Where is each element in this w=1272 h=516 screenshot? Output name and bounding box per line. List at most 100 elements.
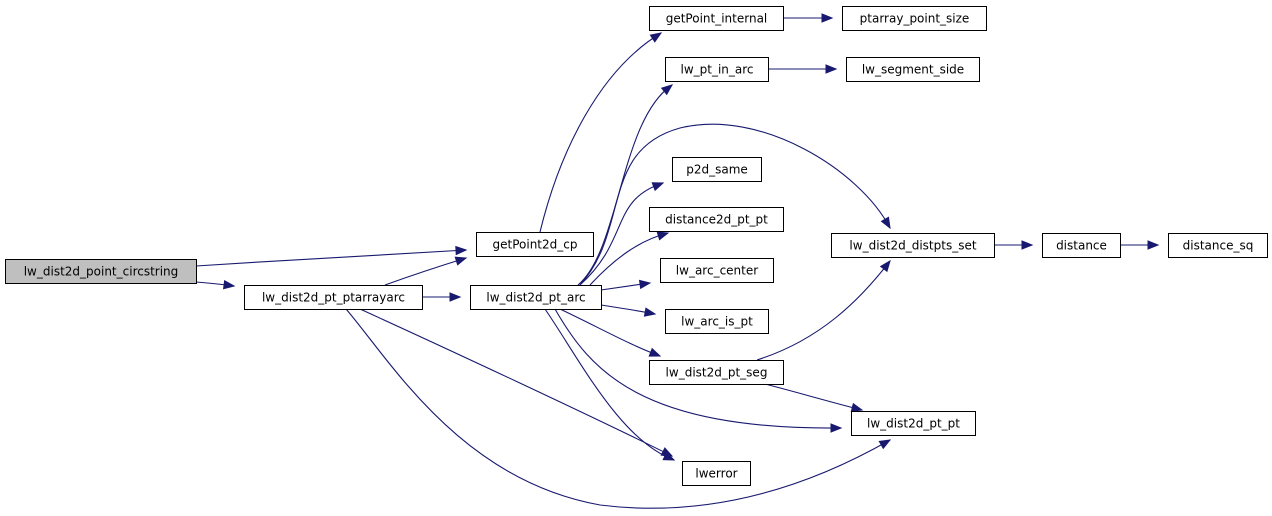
arrowhead-icon	[651, 182, 665, 192]
arrowhead-icon	[825, 64, 838, 74]
node-lw-dist2d-pt-ptarrayarc[interactable]: lw_dist2d_pt_ptarrayarc	[244, 285, 423, 310]
edge-line	[384, 257, 467, 286]
node-lwerror[interactable]: lwerror	[682, 461, 751, 486]
node-box[interactable]	[1168, 233, 1268, 258]
node-box[interactable]	[649, 207, 784, 232]
node-getPoint2d-cp[interactable]: getPoint2d_cp	[476, 232, 594, 257]
node-label: distance_sq	[1183, 239, 1254, 253]
node-box[interactable]	[476, 232, 594, 257]
node-lw-pt-in-arc[interactable]: lw_pt_in_arc	[665, 57, 769, 82]
node-label: lw_dist2d_pt_seg	[666, 366, 768, 380]
arrowhead-icon	[878, 439, 892, 450]
edge-pt_arc-to-distance2d_pt_pt	[589, 231, 670, 286]
node-lw-segment-side[interactable]: lw_segment_side	[846, 57, 980, 82]
edge-pt_arc-to-pt_pt	[554, 308, 843, 433]
edge-pt_arc-to-lwerror	[544, 308, 676, 461]
edge-getPoint2d_cp-to-getPoint_internal	[539, 32, 663, 233]
node-box[interactable]	[1042, 233, 1121, 258]
node-label: lw_dist2d_pt_arc	[486, 291, 585, 305]
node-label: ptarray_point_size	[860, 12, 970, 26]
node-label: lw_arc_is_pt	[681, 315, 753, 329]
edge-pt_arc-to-pt_seg	[559, 308, 662, 357]
arrowhead-icon	[454, 256, 468, 266]
node-box[interactable]	[649, 6, 784, 31]
node-box[interactable]	[660, 258, 774, 283]
node-label: lwerror	[695, 467, 737, 481]
edge-line	[345, 308, 891, 509]
edge-lw_pt_in_arc-to-lw_segment_side	[768, 64, 838, 74]
node-box[interactable]	[244, 285, 423, 310]
arrowhead-icon	[649, 32, 663, 43]
arrowhead-icon	[643, 307, 657, 317]
edge-line	[359, 308, 673, 457]
node-lw-dist2d-pt-pt[interactable]: lw_dist2d_pt_pt	[851, 411, 976, 436]
arrowhead-icon	[455, 245, 468, 256]
node-distance-sq[interactable]: distance_sq	[1168, 233, 1268, 258]
node-box[interactable]	[842, 6, 987, 31]
node-label: getPoint2d_cp	[493, 238, 578, 252]
node-box[interactable]	[846, 57, 980, 82]
node-box[interactable]	[672, 157, 762, 182]
edge-line	[589, 232, 669, 286]
arrowhead-icon	[662, 451, 676, 461]
node-lw-arc-center[interactable]: lw_arc_center	[660, 258, 774, 283]
node-ptarray-point-size[interactable]: ptarray_point_size	[842, 6, 987, 31]
node-label: lw_dist2d_distpts_set	[849, 239, 976, 253]
arrowhead-icon	[1021, 240, 1034, 250]
node-box[interactable]	[682, 461, 751, 486]
edge-getPoint_internal-to-ptarray_point_size	[783, 13, 834, 23]
node-label: distance	[1056, 239, 1107, 253]
node-box[interactable]	[5, 259, 197, 284]
node-label: distance2d_pt_pt	[665, 213, 768, 227]
node-p2d-same[interactable]: p2d_same	[672, 157, 762, 182]
node-box[interactable]	[470, 285, 602, 310]
arrowhead-icon	[850, 402, 864, 413]
arrowhead-icon	[660, 84, 674, 96]
edge-pt_seg-to-pt_pt	[764, 383, 864, 413]
edge-line	[554, 308, 842, 429]
edge-line	[195, 249, 467, 267]
node-box[interactable]	[665, 57, 769, 82]
arrowhead-icon	[222, 279, 236, 290]
edge-distance-to-distance_sq	[1120, 240, 1160, 250]
edge-pt_arc-to-lw_arc_center	[600, 279, 652, 291]
node-box[interactable]	[851, 411, 976, 436]
arrowhead-icon	[830, 423, 843, 433]
node-box[interactable]	[665, 309, 769, 334]
nodes-layer: lw_dist2d_point_circstringgetPoint2d_cpl…	[5, 6, 1268, 486]
node-lw-dist2d-pt-seg[interactable]: lw_dist2d_pt_seg	[649, 360, 784, 385]
arrowhead-icon	[821, 13, 834, 23]
node-lw-dist2d-point-circstring[interactable]: lw_dist2d_point_circstring	[5, 259, 197, 284]
arrowhead-icon	[648, 347, 662, 357]
arrowhead-icon	[880, 216, 891, 230]
node-lw-dist2d-pt-arc[interactable]: lw_dist2d_pt_arc	[470, 285, 602, 310]
edge-line	[544, 308, 675, 461]
node-label: lw_segment_side	[862, 63, 964, 77]
edge-ptarrayarc-to-lwerror	[359, 308, 674, 457]
arrowhead-icon	[638, 279, 652, 290]
edge-pt_seg-to-distpts_set	[756, 259, 891, 361]
edge-line	[764, 383, 863, 411]
arrowhead-icon	[879, 259, 891, 273]
edge-pt_arc-to-p2d_same	[579, 182, 665, 286]
edge-line	[539, 32, 662, 233]
node-lw-dist2d-distpts-set[interactable]: lw_dist2d_distpts_set	[831, 233, 995, 258]
node-label: lw_arc_center	[676, 264, 758, 278]
node-box[interactable]	[649, 360, 784, 385]
node-label: lw_dist2d_pt_pt	[867, 417, 960, 431]
node-distance2d-pt-pt[interactable]: distance2d_pt_pt	[649, 207, 784, 232]
edge-line	[579, 182, 664, 286]
node-lw-arc-is-pt[interactable]: lw_arc_is_pt	[665, 309, 769, 334]
edge-distpts_set-to-distance	[994, 240, 1034, 250]
arrowhead-icon	[449, 292, 462, 302]
node-box[interactable]	[831, 233, 995, 258]
node-distance[interactable]: distance	[1042, 233, 1121, 258]
edge-ptarrayarc-to-pt_arc	[422, 292, 462, 302]
edges-layer	[195, 13, 1160, 509]
node-getPoint-internal[interactable]: getPoint_internal	[649, 6, 784, 31]
edge-line	[579, 123, 891, 286]
edge-ptarrayarc-to-getPoint2d_cp	[384, 256, 468, 286]
arrowhead-icon	[656, 231, 670, 241]
edge-pt_arc-to-distpts_set	[579, 123, 891, 286]
